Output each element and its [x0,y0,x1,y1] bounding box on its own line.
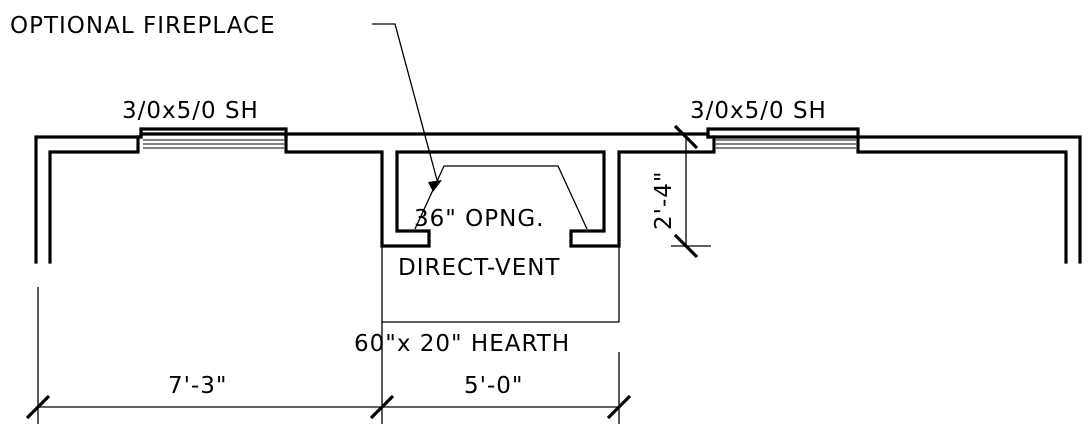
dimension-middle-label: 5'-0" [464,373,523,399]
depth-dimension-label: 2'-4" [651,171,677,230]
hearth-outline [381,246,620,323]
horizontal-dimension [25,287,632,424]
exterior-wall-inner-right [856,135,1068,264]
window-left-label: 3/0x5/0 SH [122,98,259,124]
exterior-wall-inner-left [48,135,140,264]
exterior-wall-inner-middle [284,135,716,248]
hearth-label: 60"x 20" HEARTH [354,331,570,357]
depth-dimension [671,124,711,259]
opening-label: 36" OPNG. [414,206,544,232]
exterior-wall-outer [34,135,143,264]
window-left [139,127,288,149]
exterior-wall-outer-right [706,135,1082,264]
optional-fireplace-label: OPTIONAL FIREPLACE [10,13,276,39]
window-right [706,127,860,149]
fireplace-firebox [414,165,588,230]
arrowhead-icon [428,180,442,192]
direct-vent-label: DIRECT-VENT [398,255,560,281]
window-right-label: 3/0x5/0 SH [690,98,827,124]
dimension-left-label: 7'-3" [168,373,227,399]
callout-leader [372,23,438,181]
